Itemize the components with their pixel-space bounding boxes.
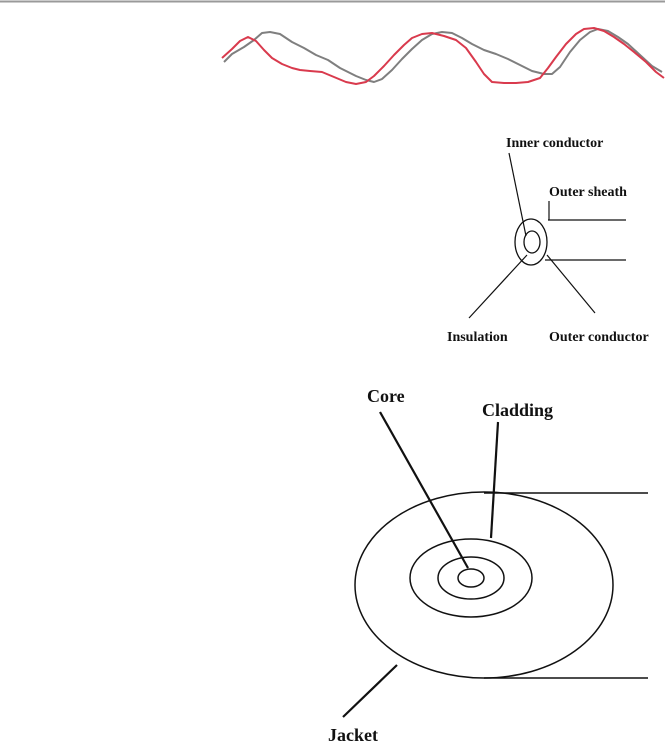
fiber-core-inner-ellipse bbox=[457, 568, 485, 588]
coax-leader-insulation bbox=[468, 254, 528, 319]
coax-leader-outer-conductor bbox=[546, 254, 596, 314]
fiber-leader-cladding bbox=[489, 421, 500, 539]
fiber-label-jacket: Jacket bbox=[328, 725, 378, 745]
fiber-leader-jacket bbox=[342, 664, 398, 718]
coax-label-outer-sheath: Outer sheath bbox=[549, 185, 627, 200]
fiber-label-cladding: Cladding bbox=[482, 400, 553, 420]
wave-red bbox=[221, 27, 665, 85]
wave-gray bbox=[223, 28, 663, 83]
fiber-cladding-ellipse bbox=[409, 538, 533, 618]
fiber-leader-core bbox=[379, 411, 469, 569]
fiber-jacket-ellipse bbox=[354, 491, 614, 679]
coax-diagram: Inner conductor Outer sheath Insulation … bbox=[447, 136, 649, 345]
coax-label-outer-conductor: Outer conductor bbox=[549, 330, 649, 345]
fiber-diagram: Core Cladding Jacket bbox=[328, 386, 648, 745]
wave-panel bbox=[221, 27, 665, 85]
coax-inner-ellipse bbox=[523, 230, 541, 254]
fiber-core-outer-ellipse bbox=[437, 556, 505, 600]
coax-leader-inner-conductor bbox=[508, 152, 527, 237]
coax-outer-ellipse bbox=[514, 218, 548, 266]
coax-label-inner-conductor: Inner conductor bbox=[506, 136, 603, 151]
fiber-label-core: Core bbox=[367, 386, 405, 406]
coax-label-insulation: Insulation bbox=[447, 330, 508, 345]
